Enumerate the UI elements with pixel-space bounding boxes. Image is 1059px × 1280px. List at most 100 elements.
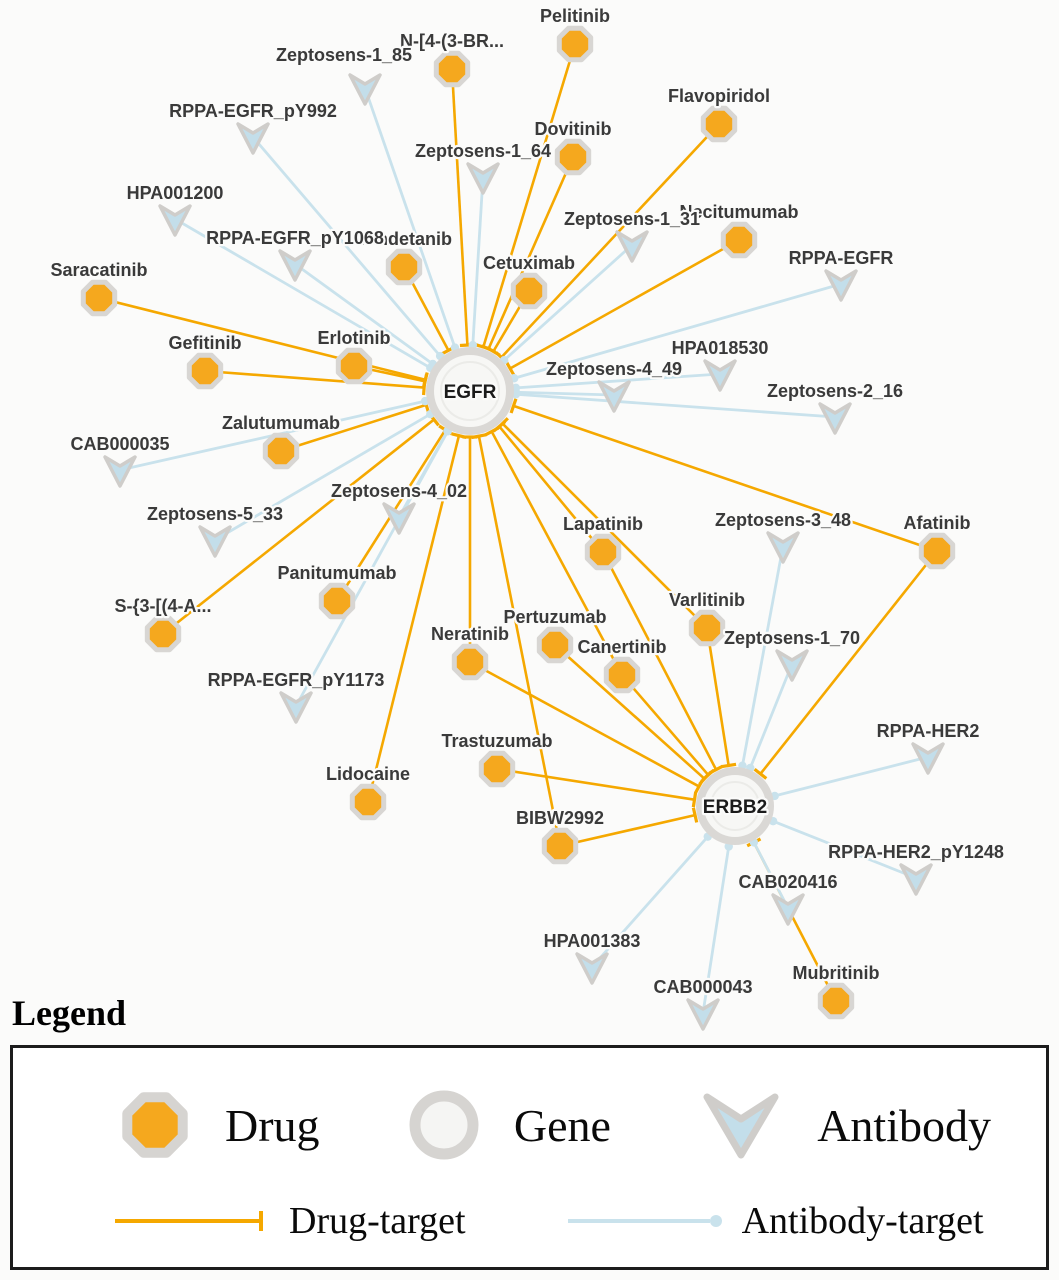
drug-node-saracatinib[interactable] xyxy=(80,279,118,317)
drug-node-flavopiridol[interactable] xyxy=(700,105,738,143)
drug-node-vandetanib[interactable] xyxy=(385,248,423,286)
node-label-z5_33: Zeptosens-5_33 xyxy=(147,504,283,524)
antibody-node-cab000043[interactable] xyxy=(686,998,720,1031)
antibody-node-z1_31[interactable] xyxy=(615,230,649,263)
node-label-rppa_egfr_py992: RPPA-EGFR_pY992 xyxy=(169,101,337,121)
antibody-target-edge xyxy=(363,87,460,352)
drug-node-erlotinib[interactable] xyxy=(335,347,373,385)
drug-node-pelitinib[interactable] xyxy=(556,25,594,63)
antibody-node-hpa018530[interactable] xyxy=(703,359,737,392)
node-label-z3_48: Zeptosens-3_48 xyxy=(715,510,851,530)
legend-antibody-label: Antibody xyxy=(817,1099,991,1151)
antibody-node-hpa001383[interactable] xyxy=(575,952,609,985)
antibody-node-hpa001200[interactable] xyxy=(158,204,192,237)
drug-node-necitumumab[interactable] xyxy=(720,221,758,259)
antibody-node-rppa_her2_py1248[interactable] xyxy=(899,863,933,896)
node-label-rppa_egfr: RPPA-EGFR xyxy=(789,248,894,268)
drug-node-bibw2992[interactable] xyxy=(541,827,579,865)
legend-gene-label: Gene xyxy=(513,1099,611,1151)
drug-target-edge xyxy=(705,627,737,769)
antibody-node-rppa_egfr_py1068[interactable] xyxy=(278,249,312,282)
drug-node-cetuximab[interactable] xyxy=(510,272,548,310)
drug-target-edge xyxy=(471,433,562,847)
drug-node-s3_4a[interactable] xyxy=(144,615,182,653)
drug-target-edge xyxy=(366,432,467,803)
gene-node-erbb2[interactable] xyxy=(696,767,774,845)
node-label-dovitinib: Dovitinib xyxy=(535,119,612,139)
antibody-node-cab000035[interactable] xyxy=(103,455,137,488)
gene-node-egfr[interactable] xyxy=(426,347,514,435)
node-label-neratinib: Neratinib xyxy=(431,624,509,644)
gene-circle-icon xyxy=(409,1090,479,1160)
node-label-cab000035: CAB000035 xyxy=(70,434,169,454)
antibody-node-rppa_egfr[interactable] xyxy=(824,269,858,302)
drug-target-edge xyxy=(554,644,711,786)
node-label-gefitinib: Gefitinib xyxy=(169,333,242,353)
node-label-trastuzumab: Trastuzumab xyxy=(441,731,552,751)
antibody-node-z3_48[interactable] xyxy=(766,531,800,564)
drug-node-canertinib[interactable] xyxy=(603,656,641,694)
antibody-node-z4_49[interactable] xyxy=(597,380,631,413)
drug-target-line-icon xyxy=(115,1211,263,1231)
labels-layer: EGFRERBB2PelitinibN-[4-(3-BR...Flavopiri… xyxy=(48,4,1006,1000)
drug-node-mubritinib[interactable] xyxy=(817,982,855,1020)
drug-node-zalutumumab[interactable] xyxy=(262,432,300,470)
node-label-cetuximab: Cetuximab xyxy=(483,253,575,273)
legend-drug-label: Drug xyxy=(225,1099,320,1151)
drug-target-edge xyxy=(475,43,577,351)
antibody-target-edge xyxy=(749,838,790,909)
drug-node-panitumumab[interactable] xyxy=(318,582,356,620)
antibody-node-cab020416[interactable] xyxy=(771,893,805,926)
drug-target-edge xyxy=(469,660,704,794)
antibody-node-z1_64[interactable] xyxy=(466,162,500,195)
drug-node-trastuzumab[interactable] xyxy=(478,750,516,788)
node-label-egfr: EGFR xyxy=(444,382,497,403)
node-label-hpa001200: HPA001200 xyxy=(127,183,224,203)
drug-node-gefitinib[interactable] xyxy=(186,352,224,390)
node-label-z1_85: Zeptosens-1_85 xyxy=(276,45,412,65)
node-label-zalutumumab: Zalutumumab xyxy=(222,413,340,433)
node-label-vandetanib: Vandetanib xyxy=(356,229,452,249)
antibody-node-rppa_her2[interactable] xyxy=(911,742,945,775)
node-label-z1_64: Zeptosens-1_64 xyxy=(415,141,551,161)
antibody-target-edge xyxy=(511,388,615,397)
drug-target-edge xyxy=(496,417,708,629)
node-label-rppa_egfr_py1068: RPPA-EGFR_pY1068 xyxy=(206,228,384,248)
node-label-panitumumab: Panitumumab xyxy=(277,563,396,583)
drug-node-varlitinib[interactable] xyxy=(688,609,726,647)
drug-target-edge xyxy=(280,397,430,453)
drug-target-edge xyxy=(601,551,724,775)
antibody-node-z1_85[interactable] xyxy=(348,73,382,106)
drug-node-dovitinib[interactable] xyxy=(554,138,592,176)
antibody-node-rppa_egfr_py992[interactable] xyxy=(236,122,270,155)
drug-target-edge xyxy=(505,238,740,376)
antibody-target-edge xyxy=(214,410,435,542)
antibody-target-edge xyxy=(509,282,842,383)
node-label-flavopiridol: Flavopiridol xyxy=(668,86,770,106)
node-label-hpa001383: HPA001383 xyxy=(544,931,641,951)
drug-target-edge xyxy=(484,426,624,676)
antibody-node-z1_70[interactable] xyxy=(775,649,809,682)
antibody-node-rppa_egfr_py1173[interactable] xyxy=(279,691,313,724)
antibody-target-line-icon xyxy=(567,1215,722,1227)
legend-item-gene: Gene xyxy=(402,1083,611,1167)
drug-node-pertuzumab[interactable] xyxy=(536,626,574,664)
antibody-target-edge xyxy=(770,755,929,801)
antibody-target-edge xyxy=(511,372,721,393)
antibody-target-edge xyxy=(294,262,437,369)
drug-node-neratinib[interactable] xyxy=(451,643,489,681)
nodes-layer xyxy=(80,25,956,1031)
legend-drug-target-label: Drug-target xyxy=(289,1200,466,1242)
legend-item-drug: Drug xyxy=(113,1083,320,1167)
node-label-necitumumab: Necitumumab xyxy=(679,202,798,222)
node-label-rppa_egfr_py1173: RPPA-EGFR_pY1173 xyxy=(208,670,385,690)
drug-target-edge xyxy=(509,398,938,553)
drug-node-n4_3br[interactable] xyxy=(433,50,471,88)
drug-node-lidocaine[interactable] xyxy=(349,783,387,821)
antibody-node-z5_33[interactable] xyxy=(198,525,232,558)
node-label-saracatinib: Saracatinib xyxy=(50,260,147,280)
antibody-node-z2_16[interactable] xyxy=(818,402,852,435)
antibody-node-z4_02[interactable] xyxy=(382,502,416,535)
drug-node-afatinib[interactable] xyxy=(918,532,956,570)
drug-node-lapatinib[interactable] xyxy=(584,533,622,571)
